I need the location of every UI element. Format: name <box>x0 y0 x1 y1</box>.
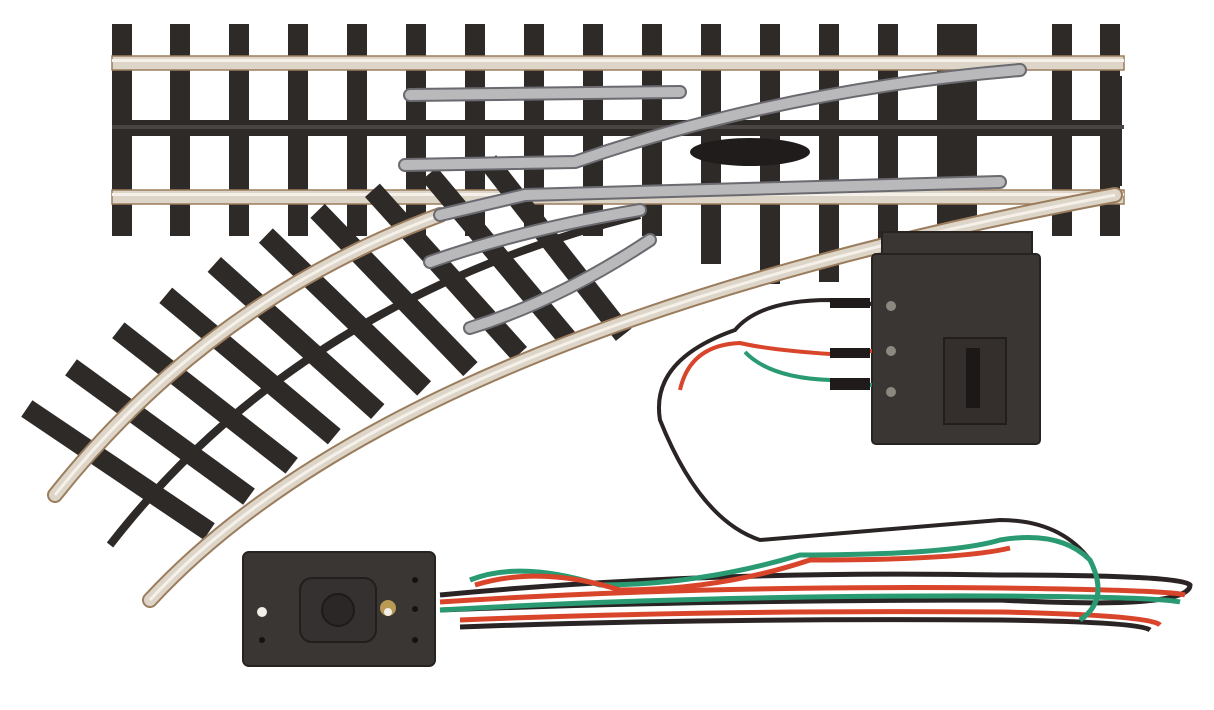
throw-bar <box>690 138 810 166</box>
straight-track-ties <box>112 24 1122 284</box>
switch-motor-box <box>871 231 1041 445</box>
motor-wires <box>656 297 1092 562</box>
indicator-light-icon <box>257 607 267 617</box>
switch-points <box>398 63 1027 335</box>
controller-box <box>242 551 436 667</box>
terminal-screw-icon <box>886 387 896 397</box>
terminal-screw-icon <box>886 346 896 356</box>
terminal-screw-icon <box>886 301 896 311</box>
three-wire-cable <box>439 535 1193 633</box>
